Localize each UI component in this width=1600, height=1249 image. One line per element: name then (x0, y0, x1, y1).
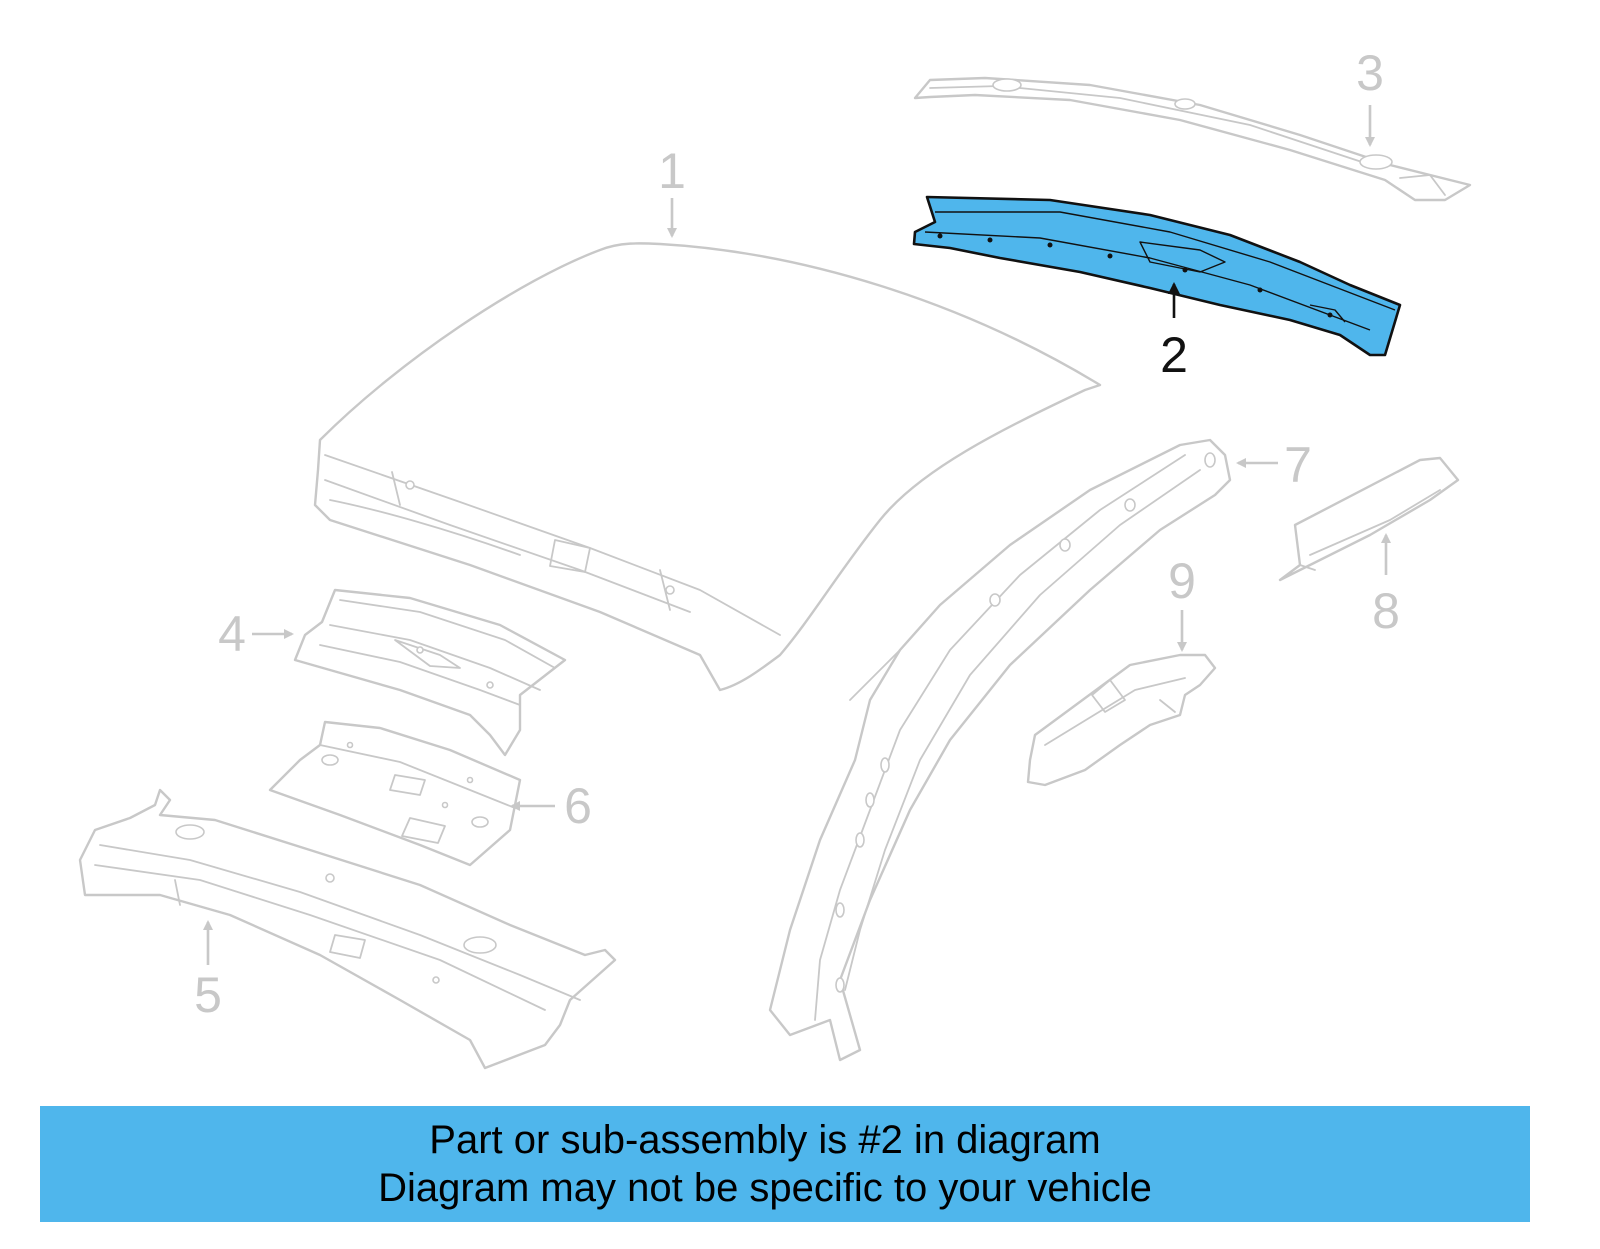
callout-labels: 1 2 3 4 5 6 7 8 9 (194, 45, 1400, 1023)
callout-9: 9 (1168, 553, 1196, 609)
callout-5: 5 (194, 967, 222, 1023)
banner-line-2: Diagram may not be specific to your vehi… (378, 1166, 1152, 1210)
callout-8: 8 (1372, 583, 1400, 639)
banner-line-1: Part or sub-assembly is #2 in diagram (429, 1118, 1101, 1162)
callout-2: 2 (1160, 327, 1188, 383)
callout-4: 4 (218, 606, 246, 662)
part-4-roof-bow (293, 588, 567, 757)
callout-leaders (203, 105, 1391, 965)
part-7-side-roof-rail (768, 438, 1232, 1062)
part-1-roof-panel (313, 242, 1102, 692)
info-banner: Part or sub-assembly is #2 in diagram Di… (40, 1106, 1530, 1222)
part-8-reinforcement (1278, 456, 1460, 582)
callout-1: 1 (658, 143, 686, 199)
part-9-bracket (1026, 653, 1217, 787)
part-6-roof-bow (268, 720, 522, 867)
callout-3: 3 (1356, 45, 1384, 101)
part-3-roof-rail (913, 76, 1472, 202)
callout-7: 7 (1284, 437, 1312, 493)
callout-6: 6 (564, 778, 592, 834)
part-5-rear-header (78, 788, 617, 1070)
part-2-windshield-header (912, 195, 1402, 357)
